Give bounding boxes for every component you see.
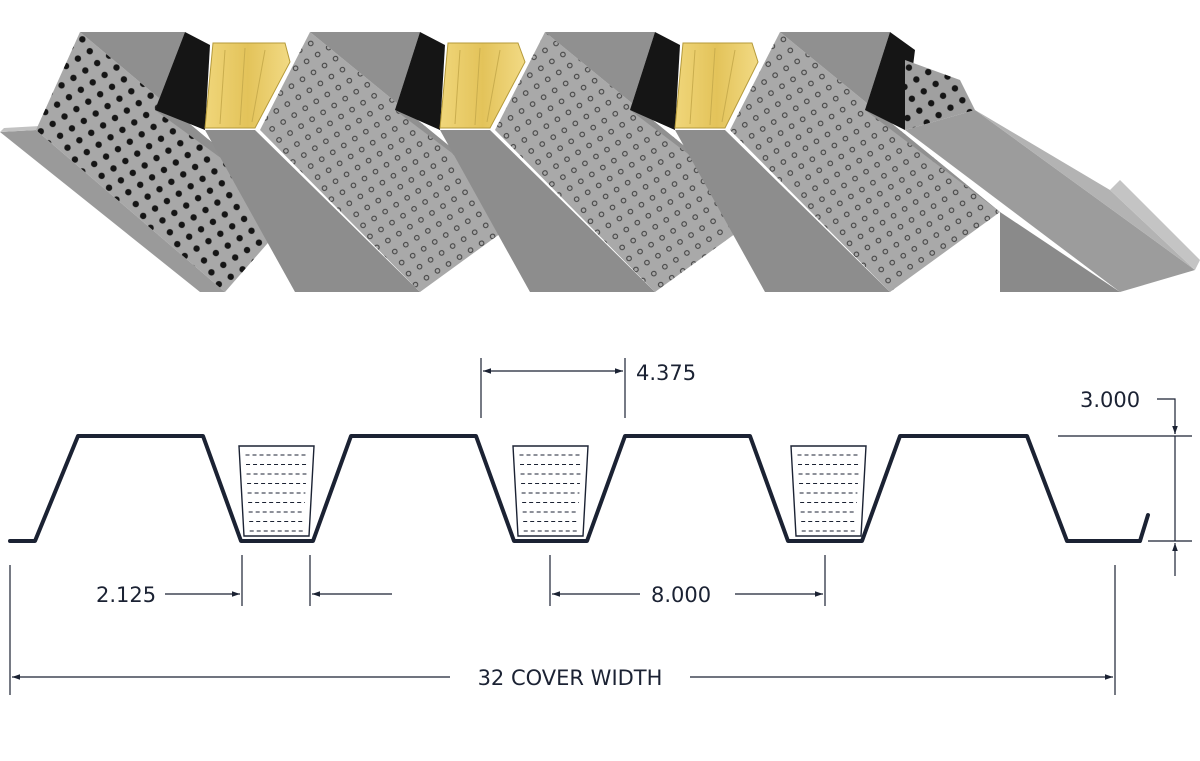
dim-label-depth: 3.000 [1080,388,1140,412]
deck-profile-section [8,434,1150,543]
profile-insulation-3 [790,445,867,537]
dim-label-cover-width: 32 COVER WIDTH [478,666,663,690]
dim-label-rib-pitch: 8.000 [651,583,711,607]
insulation-batt-2 [439,42,526,129]
profile-insulation-1 [238,445,315,537]
dimension-annotations [9,358,1192,695]
profile-insulation-2 [512,445,589,537]
deck-valley-1 [205,130,420,292]
deck-rib-4 [730,32,1000,292]
deck-valley-3 [675,130,890,292]
deck-rib-1 [36,32,295,292]
deck-left-lip [0,126,40,132]
deck-left-flange [0,130,225,292]
deck-valley-2 [440,130,655,292]
dim-label-bottom-flange: 2.125 [96,583,156,607]
insulation-batt-1 [204,42,291,129]
deck-profile-line [8,434,1150,543]
dim-label-top-spacing: 4.375 [636,361,696,385]
insulation-batt-3 [674,42,759,129]
deck-3d-illustration [0,32,1200,292]
deck-right-flange [905,110,1200,292]
